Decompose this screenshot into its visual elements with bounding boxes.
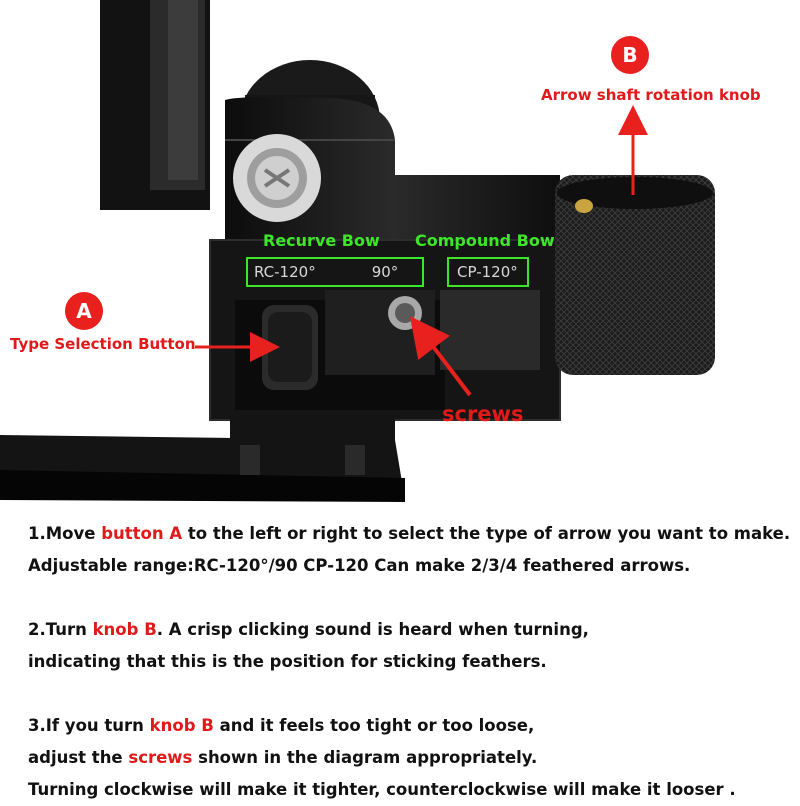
badge-a: A bbox=[65, 292, 103, 330]
step3-line3: Turning clockwise will make it tighter, … bbox=[28, 780, 736, 799]
step2-suffix: . A crisp clicking sound is heard when t… bbox=[156, 620, 589, 639]
step1-highlight: button A bbox=[101, 524, 183, 543]
step3-suffix: and it feels too tight or too loose, bbox=[213, 716, 535, 735]
step3-prefix: 3.If you turn bbox=[28, 716, 150, 735]
deg-90-marking: 90° bbox=[371, 263, 399, 281]
step2-line1: 2.Turn knob B. A crisp clicking sound is… bbox=[28, 614, 788, 646]
step1-prefix: 1.Move bbox=[28, 524, 102, 543]
screws-label: screws bbox=[442, 402, 524, 426]
arrow-to-screw bbox=[409, 316, 472, 397]
instructions: 1.Move button A to the left or right to … bbox=[28, 518, 791, 806]
cp-120-marking: CP-120° bbox=[457, 263, 518, 281]
type-selection-button-label: Type Selection Button bbox=[10, 335, 196, 353]
recurve-marking-box: RC-120° 90° bbox=[246, 257, 424, 287]
step2-highlight: knob B bbox=[92, 620, 157, 639]
compound-marking-box: CP-120° bbox=[447, 257, 529, 287]
vertical-rail bbox=[100, 0, 210, 210]
rotation-knob-shape bbox=[555, 175, 715, 375]
step2-prefix: 2.Turn bbox=[28, 620, 93, 639]
screw-shape bbox=[388, 296, 422, 330]
arrow-shaft-rotation-knob-label: Arrow shaft rotation knob bbox=[541, 86, 761, 104]
step1-line1: 1.Move button A to the left or right to … bbox=[28, 518, 791, 550]
compound-bow-label: Compound Bow bbox=[415, 231, 555, 250]
step3-highlight: knob B bbox=[149, 716, 214, 735]
step1-line2: Adjustable range:RC-120°/90 CP-120 Can m… bbox=[28, 556, 691, 575]
step3-line1: 3.If you turn knob B and it feels too ti… bbox=[28, 710, 788, 742]
step3-line2: adjust the screws shown in the diagram a… bbox=[28, 742, 788, 774]
device-illustration bbox=[0, 0, 715, 502]
step3-line2-highlight: screws bbox=[128, 748, 193, 767]
step2-line2: indicating that this is the position for… bbox=[28, 652, 547, 671]
type-selection-button-shape bbox=[262, 305, 318, 390]
step3-line2-prefix: adjust the bbox=[28, 748, 129, 767]
bolt-washer bbox=[233, 134, 321, 222]
step3-line2-suffix: shown in the diagram appropriately. bbox=[192, 748, 538, 767]
recurve-bow-label: Recurve Bow bbox=[263, 231, 380, 250]
step1-suffix: to the left or right to select the type … bbox=[182, 524, 791, 543]
badge-b: B bbox=[611, 36, 649, 74]
rc-120-marking: RC-120° bbox=[254, 263, 316, 281]
